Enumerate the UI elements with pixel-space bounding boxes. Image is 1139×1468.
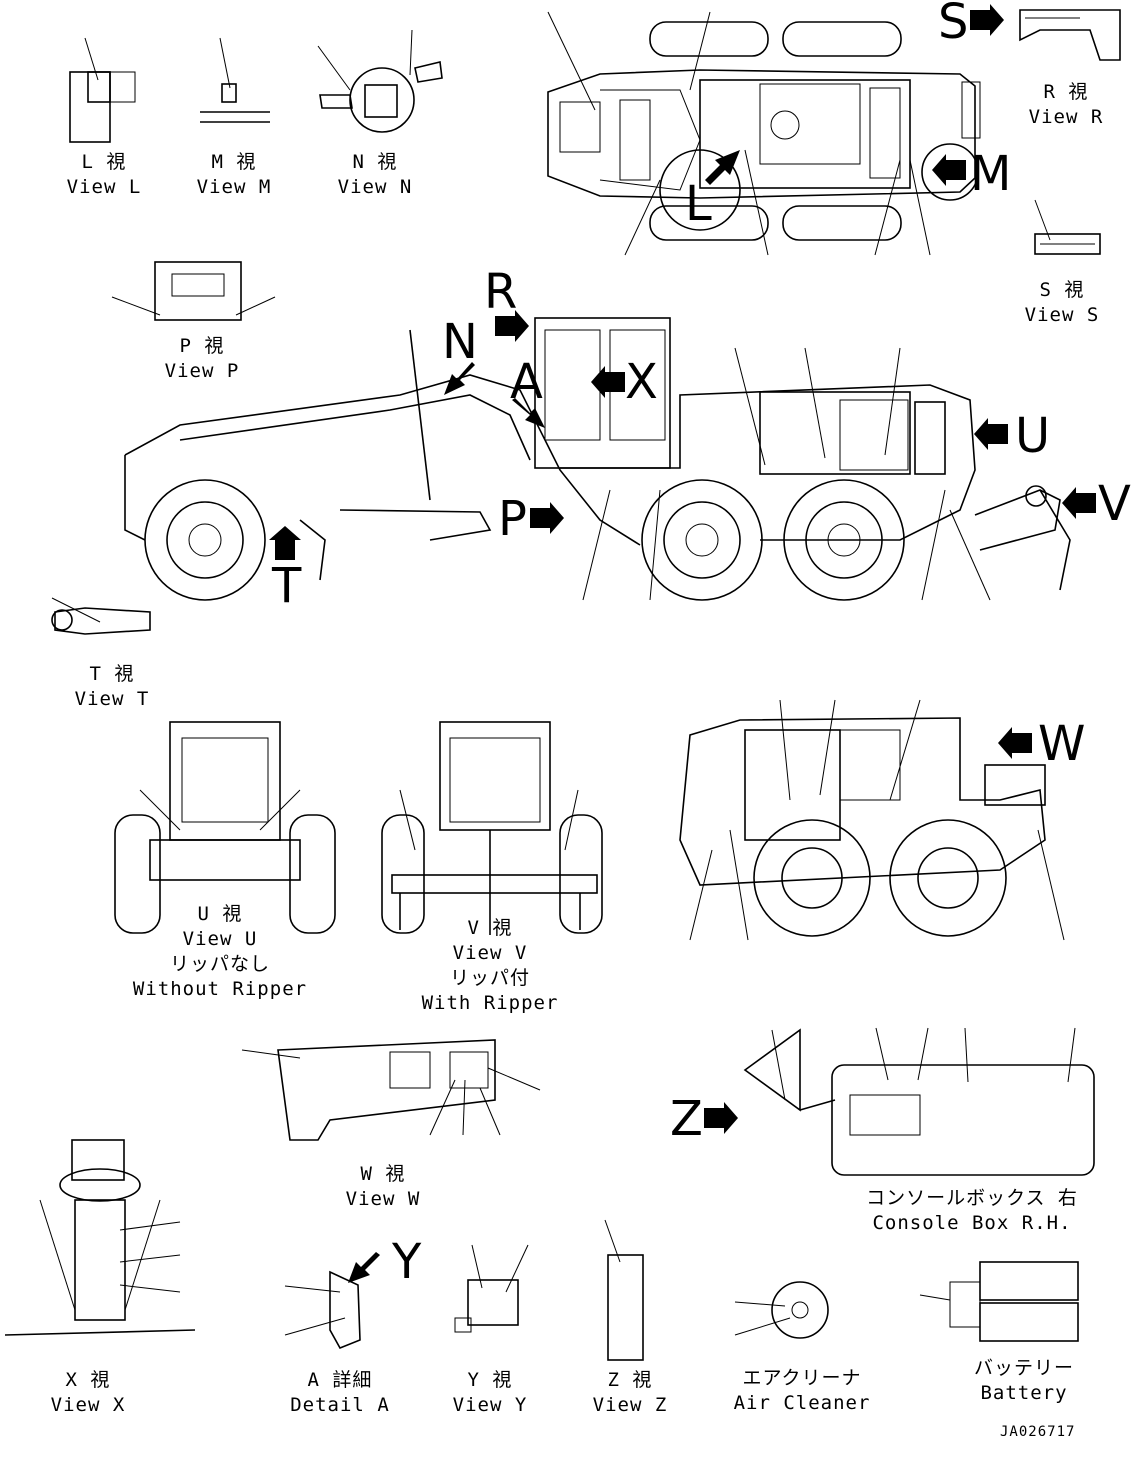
arrow-letter-t: T — [272, 558, 302, 614]
view-t-sketch — [51, 597, 151, 635]
rear-side-view — [679, 699, 1065, 941]
arrow-v — [1062, 487, 1096, 519]
view-u-sketch — [114, 721, 336, 934]
arrow-m — [932, 154, 966, 186]
view-y-sketch — [454, 1244, 529, 1333]
view-z-sketch — [604, 1219, 644, 1361]
air-cleaner-sketch — [734, 1281, 829, 1339]
arrow-letter-v: V — [1098, 476, 1131, 532]
arrow-letter-l: L — [685, 176, 712, 232]
view-r-sketch — [1019, 9, 1121, 61]
arrow-letter-p: P — [498, 491, 527, 547]
arrow-p — [530, 502, 564, 534]
arrow-letter-m: M — [970, 146, 1012, 202]
arrow-letter-u: U — [1015, 408, 1051, 464]
arrow-x — [591, 366, 625, 398]
side-view — [124, 317, 1071, 601]
view-x-sketch — [4, 1139, 196, 1336]
console-box-sketch — [743, 1027, 1095, 1176]
arrow-a — [512, 398, 545, 428]
battery-sketch — [919, 1261, 1079, 1342]
view-m-sketch — [200, 37, 270, 123]
drawing-code: JA026717 — [1000, 1424, 1076, 1440]
view-p-sketch — [111, 261, 276, 321]
arrow-l — [705, 150, 740, 185]
view-s-sketch — [1034, 199, 1101, 255]
arrow-letter-r: R — [484, 264, 518, 320]
view-v-sketch — [381, 721, 603, 935]
arrow-n — [444, 362, 475, 395]
arrow-r — [495, 310, 529, 342]
view-w-sketch — [241, 1039, 541, 1141]
view-n-sketch — [317, 29, 443, 133]
arrow-u — [974, 418, 1008, 450]
arrow-letter-z: Z — [670, 1091, 703, 1147]
arrow-letter-y: Y — [392, 1234, 422, 1290]
arrow-letter-w: W — [1038, 716, 1086, 772]
arrow-s — [970, 4, 1004, 36]
arrow-y — [348, 1252, 380, 1283]
arrow-letter-n: N — [442, 314, 478, 370]
detail-a-sketch — [284, 1270, 361, 1350]
arrow-letter-a: A — [510, 354, 543, 410]
arrow-w — [998, 727, 1032, 759]
arrow-letter-s: S — [938, 0, 969, 50]
arrow-letter-x: X — [625, 354, 658, 410]
plan-view — [547, 11, 981, 256]
arrow-t — [269, 526, 301, 560]
view-l-sketch — [69, 37, 136, 143]
arrow-z — [704, 1102, 738, 1134]
